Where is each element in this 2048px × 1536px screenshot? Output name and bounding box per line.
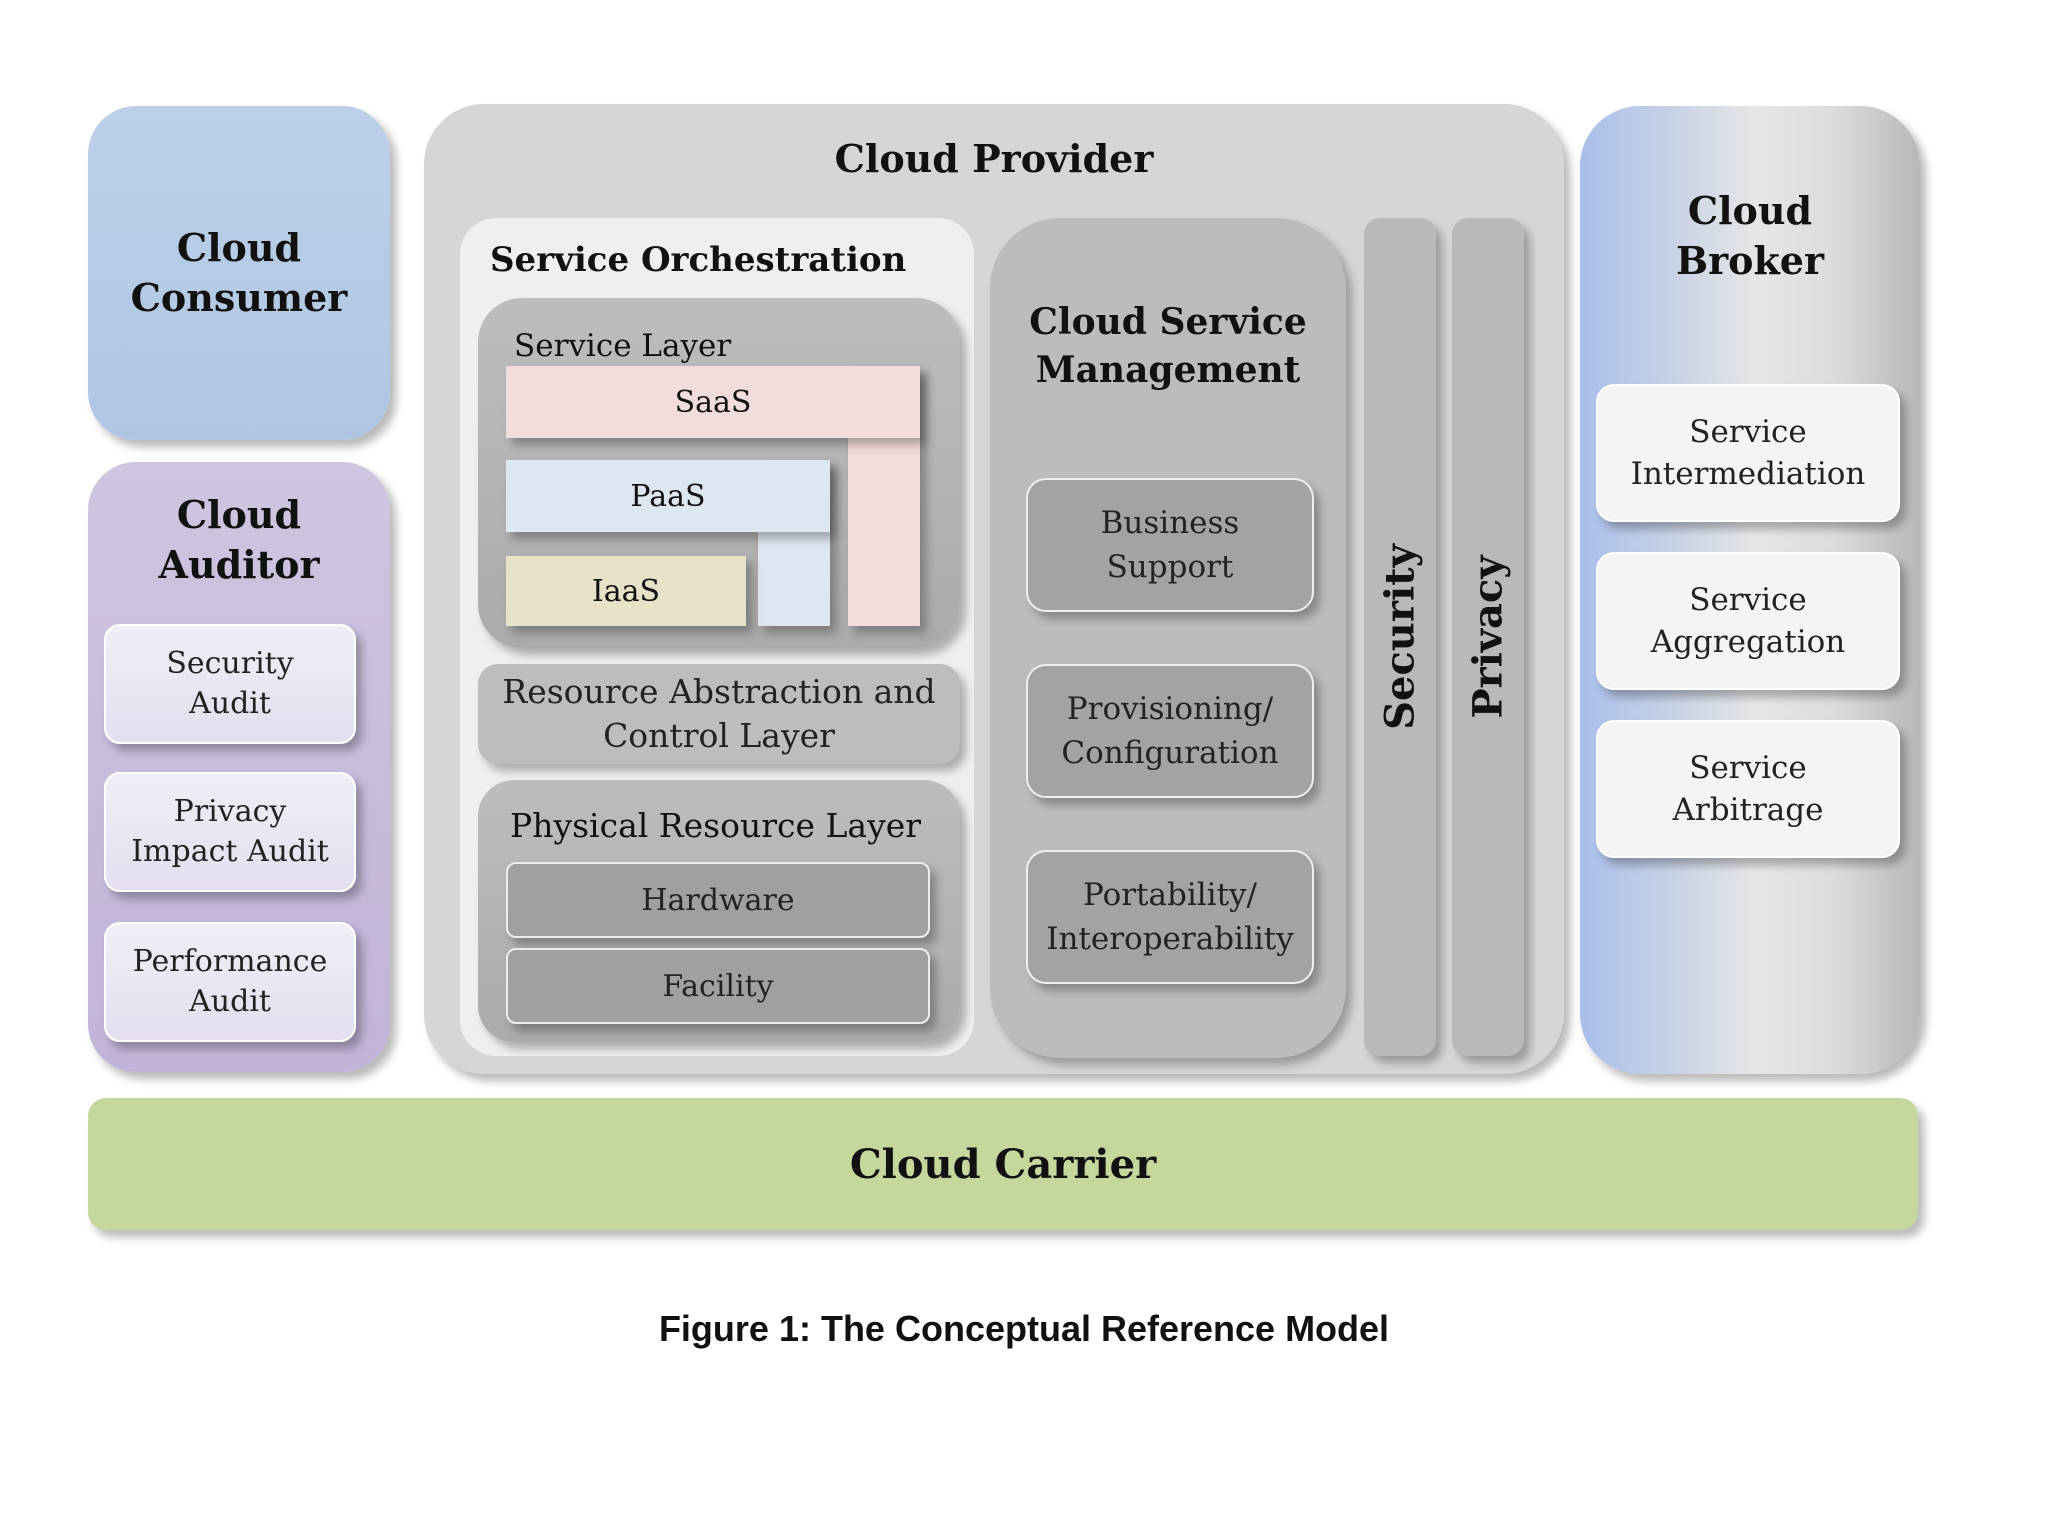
business-support-line2: Support xyxy=(1106,549,1234,585)
cloud-auditor-title: Cloud Auditor xyxy=(88,490,390,590)
iaas-label: IaaS xyxy=(591,573,661,609)
iaas-band: IaaS xyxy=(506,556,746,626)
cloud-service-management-title: Cloud Service Management xyxy=(990,298,1346,394)
service-arbitrage-line2: Arbitrage xyxy=(1672,792,1824,828)
provisioning-configuration-line2: Configuration xyxy=(1061,735,1279,771)
cloud-consumer-title-line2: Consumer xyxy=(130,275,348,320)
paas-band: PaaS xyxy=(506,460,830,532)
privacy-impact-audit-line1: Privacy xyxy=(173,794,287,829)
service-aggregation-line2: Aggregation xyxy=(1650,624,1846,660)
security-audit-box: Security Audit xyxy=(104,624,356,744)
provisioning-configuration-box: Provisioning/ Configuration xyxy=(1026,664,1314,798)
privacy-impact-audit-box: Privacy Impact Audit xyxy=(104,772,356,892)
cloud-carrier-box: Cloud Carrier xyxy=(88,1098,1918,1230)
security-bar: Security xyxy=(1364,218,1436,1056)
service-arbitrage-box: Service Arbitrage xyxy=(1596,720,1900,858)
service-intermediation-box: Service Intermediation xyxy=(1596,384,1900,522)
cloud-broker-title: Cloud Broker xyxy=(1580,186,1920,286)
facility-box: Facility xyxy=(506,948,930,1024)
service-intermediation-line2: Intermediation xyxy=(1630,456,1866,492)
cloud-auditor-box: Cloud Auditor Security Audit Privacy Imp… xyxy=(88,462,390,1072)
physical-resource-layer-box: Physical Resource Layer Hardware Facilit… xyxy=(478,780,960,1042)
business-support-box: Business Support xyxy=(1026,478,1314,612)
privacy-impact-audit-line2: Impact Audit xyxy=(131,834,329,869)
figure-caption: Figure 1: The Conceptual Reference Model xyxy=(658,1308,1390,1349)
business-support-line1: Business xyxy=(1100,505,1240,541)
service-layer-title: Service Layer xyxy=(514,328,732,364)
facility-label: Facility xyxy=(662,968,774,1004)
portability-interoperability-line1: Portability/ xyxy=(1082,877,1257,913)
service-aggregation-box: Service Aggregation xyxy=(1596,552,1900,690)
cloud-provider-title: Cloud Provider xyxy=(834,136,1154,181)
saas-label: SaaS xyxy=(674,384,752,420)
provisioning-configuration-line1: Provisioning/ xyxy=(1066,691,1274,727)
cloud-broker-title-line2: Broker xyxy=(1675,238,1824,283)
cloud-auditor-title-line2: Auditor xyxy=(158,542,320,587)
cloud-service-management-box: Cloud Service Management Business Suppor… xyxy=(990,218,1346,1058)
security-label: Security xyxy=(1376,544,1424,730)
portability-interoperability-box: Portability/ Interoperability xyxy=(1026,850,1314,984)
service-intermediation-line1: Service xyxy=(1689,414,1807,450)
cloud-auditor-title-line1: Cloud xyxy=(176,492,302,537)
privacy-label: Privacy xyxy=(1464,555,1512,719)
performance-audit-line1: Performance xyxy=(132,944,328,979)
performance-audit-box: Performance Audit xyxy=(104,922,356,1042)
cloud-carrier-title: Cloud Carrier xyxy=(849,1140,1157,1188)
portability-interoperability-line2: Interoperability xyxy=(1046,921,1294,957)
service-orchestration-title: Service Orchestration xyxy=(490,240,907,280)
hardware-label: Hardware xyxy=(641,882,795,918)
paas-label: PaaS xyxy=(630,478,706,514)
security-audit-line2: Audit xyxy=(189,686,271,721)
physical-resource-layer-title: Physical Resource Layer xyxy=(510,806,922,845)
cloud-service-management-title-line1: Cloud Service xyxy=(1029,301,1307,343)
hardware-box: Hardware xyxy=(506,862,930,938)
resource-abstraction-line2: Control Layer xyxy=(603,716,835,755)
cloud-consumer-title: Cloud Consumer xyxy=(131,223,348,323)
privacy-bar: Privacy xyxy=(1452,218,1524,1056)
cloud-broker-box: Cloud Broker Service Intermediation Serv… xyxy=(1580,106,1920,1074)
cloud-service-management-title-line2: Management xyxy=(1035,349,1301,391)
cloud-consumer-title-line1: Cloud xyxy=(176,225,302,270)
service-aggregation-line1: Service xyxy=(1689,582,1807,618)
resource-abstraction-control-layer-box: Resource Abstraction and Control Layer xyxy=(478,664,960,764)
security-audit-line1: Security xyxy=(166,646,294,681)
cloud-broker-title-line1: Cloud xyxy=(1687,188,1813,233)
resource-abstraction-line1: Resource Abstraction and xyxy=(502,672,936,711)
cloud-consumer-box: Cloud Consumer xyxy=(88,106,390,440)
saas-band: SaaS xyxy=(506,366,920,438)
performance-audit-line2: Audit xyxy=(189,984,271,1019)
service-arbitrage-line1: Service xyxy=(1689,750,1807,786)
